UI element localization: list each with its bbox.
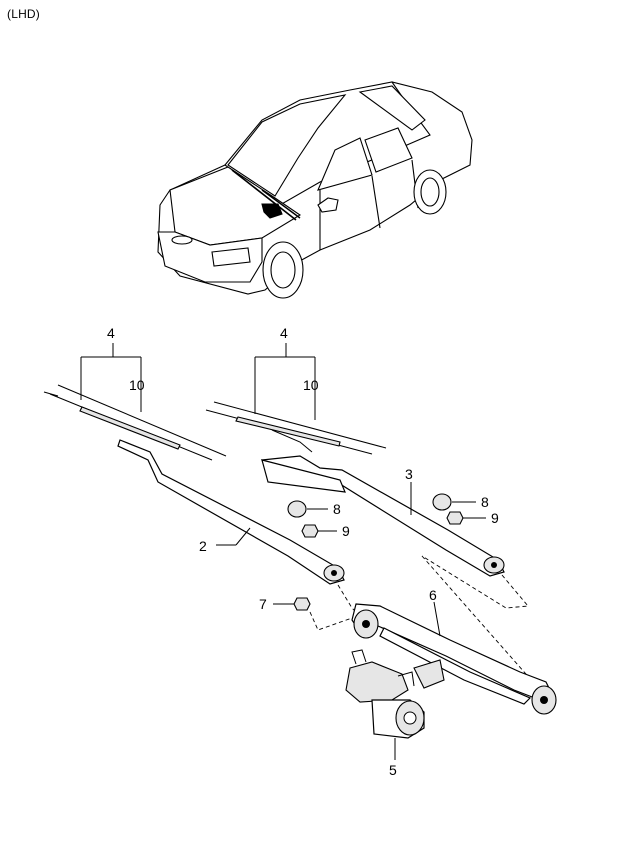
- label-10-right: 10: [303, 377, 319, 393]
- label-10-left: 10: [129, 377, 145, 393]
- callout-5: 5: [389, 738, 397, 778]
- callout-6: 6: [429, 587, 441, 637]
- callout-2: 2: [199, 527, 251, 554]
- label-9-left: 9: [342, 523, 350, 539]
- label-4-right: 4: [280, 325, 288, 341]
- wiper-linkage: [351, 603, 557, 715]
- label-2: 2: [199, 538, 207, 554]
- callout-4-left: 4 10: [80, 325, 145, 412]
- left-wiper-arm: [117, 439, 345, 585]
- right-wiper-blade: [205, 401, 387, 455]
- vehicle-illustration: [157, 81, 473, 299]
- nut-7: 7: [259, 596, 311, 612]
- callout-4-right: 4 10: [254, 325, 319, 420]
- assembly-guides: [309, 555, 541, 691]
- label-8-left: 8: [333, 501, 341, 517]
- wiper-motor: [345, 649, 425, 739]
- callout-3: 3: [405, 466, 413, 515]
- label-5: 5: [389, 762, 397, 778]
- nut-9-left: 9: [301, 523, 350, 539]
- left-wiper-blade: [43, 384, 227, 461]
- label-6: 6: [429, 587, 437, 603]
- label-9-right: 9: [491, 510, 499, 526]
- cap-8-left: 8: [287, 500, 341, 518]
- right-wiper-arm: [261, 429, 505, 577]
- cap-8-right: 8: [432, 493, 489, 511]
- label-7: 7: [259, 596, 267, 612]
- label-8-right: 8: [481, 494, 489, 510]
- label-4-left: 4: [107, 325, 115, 341]
- label-3: 3: [405, 466, 413, 482]
- nut-9-right: 9: [446, 510, 499, 526]
- drive-side-note: (LHD): [7, 7, 40, 21]
